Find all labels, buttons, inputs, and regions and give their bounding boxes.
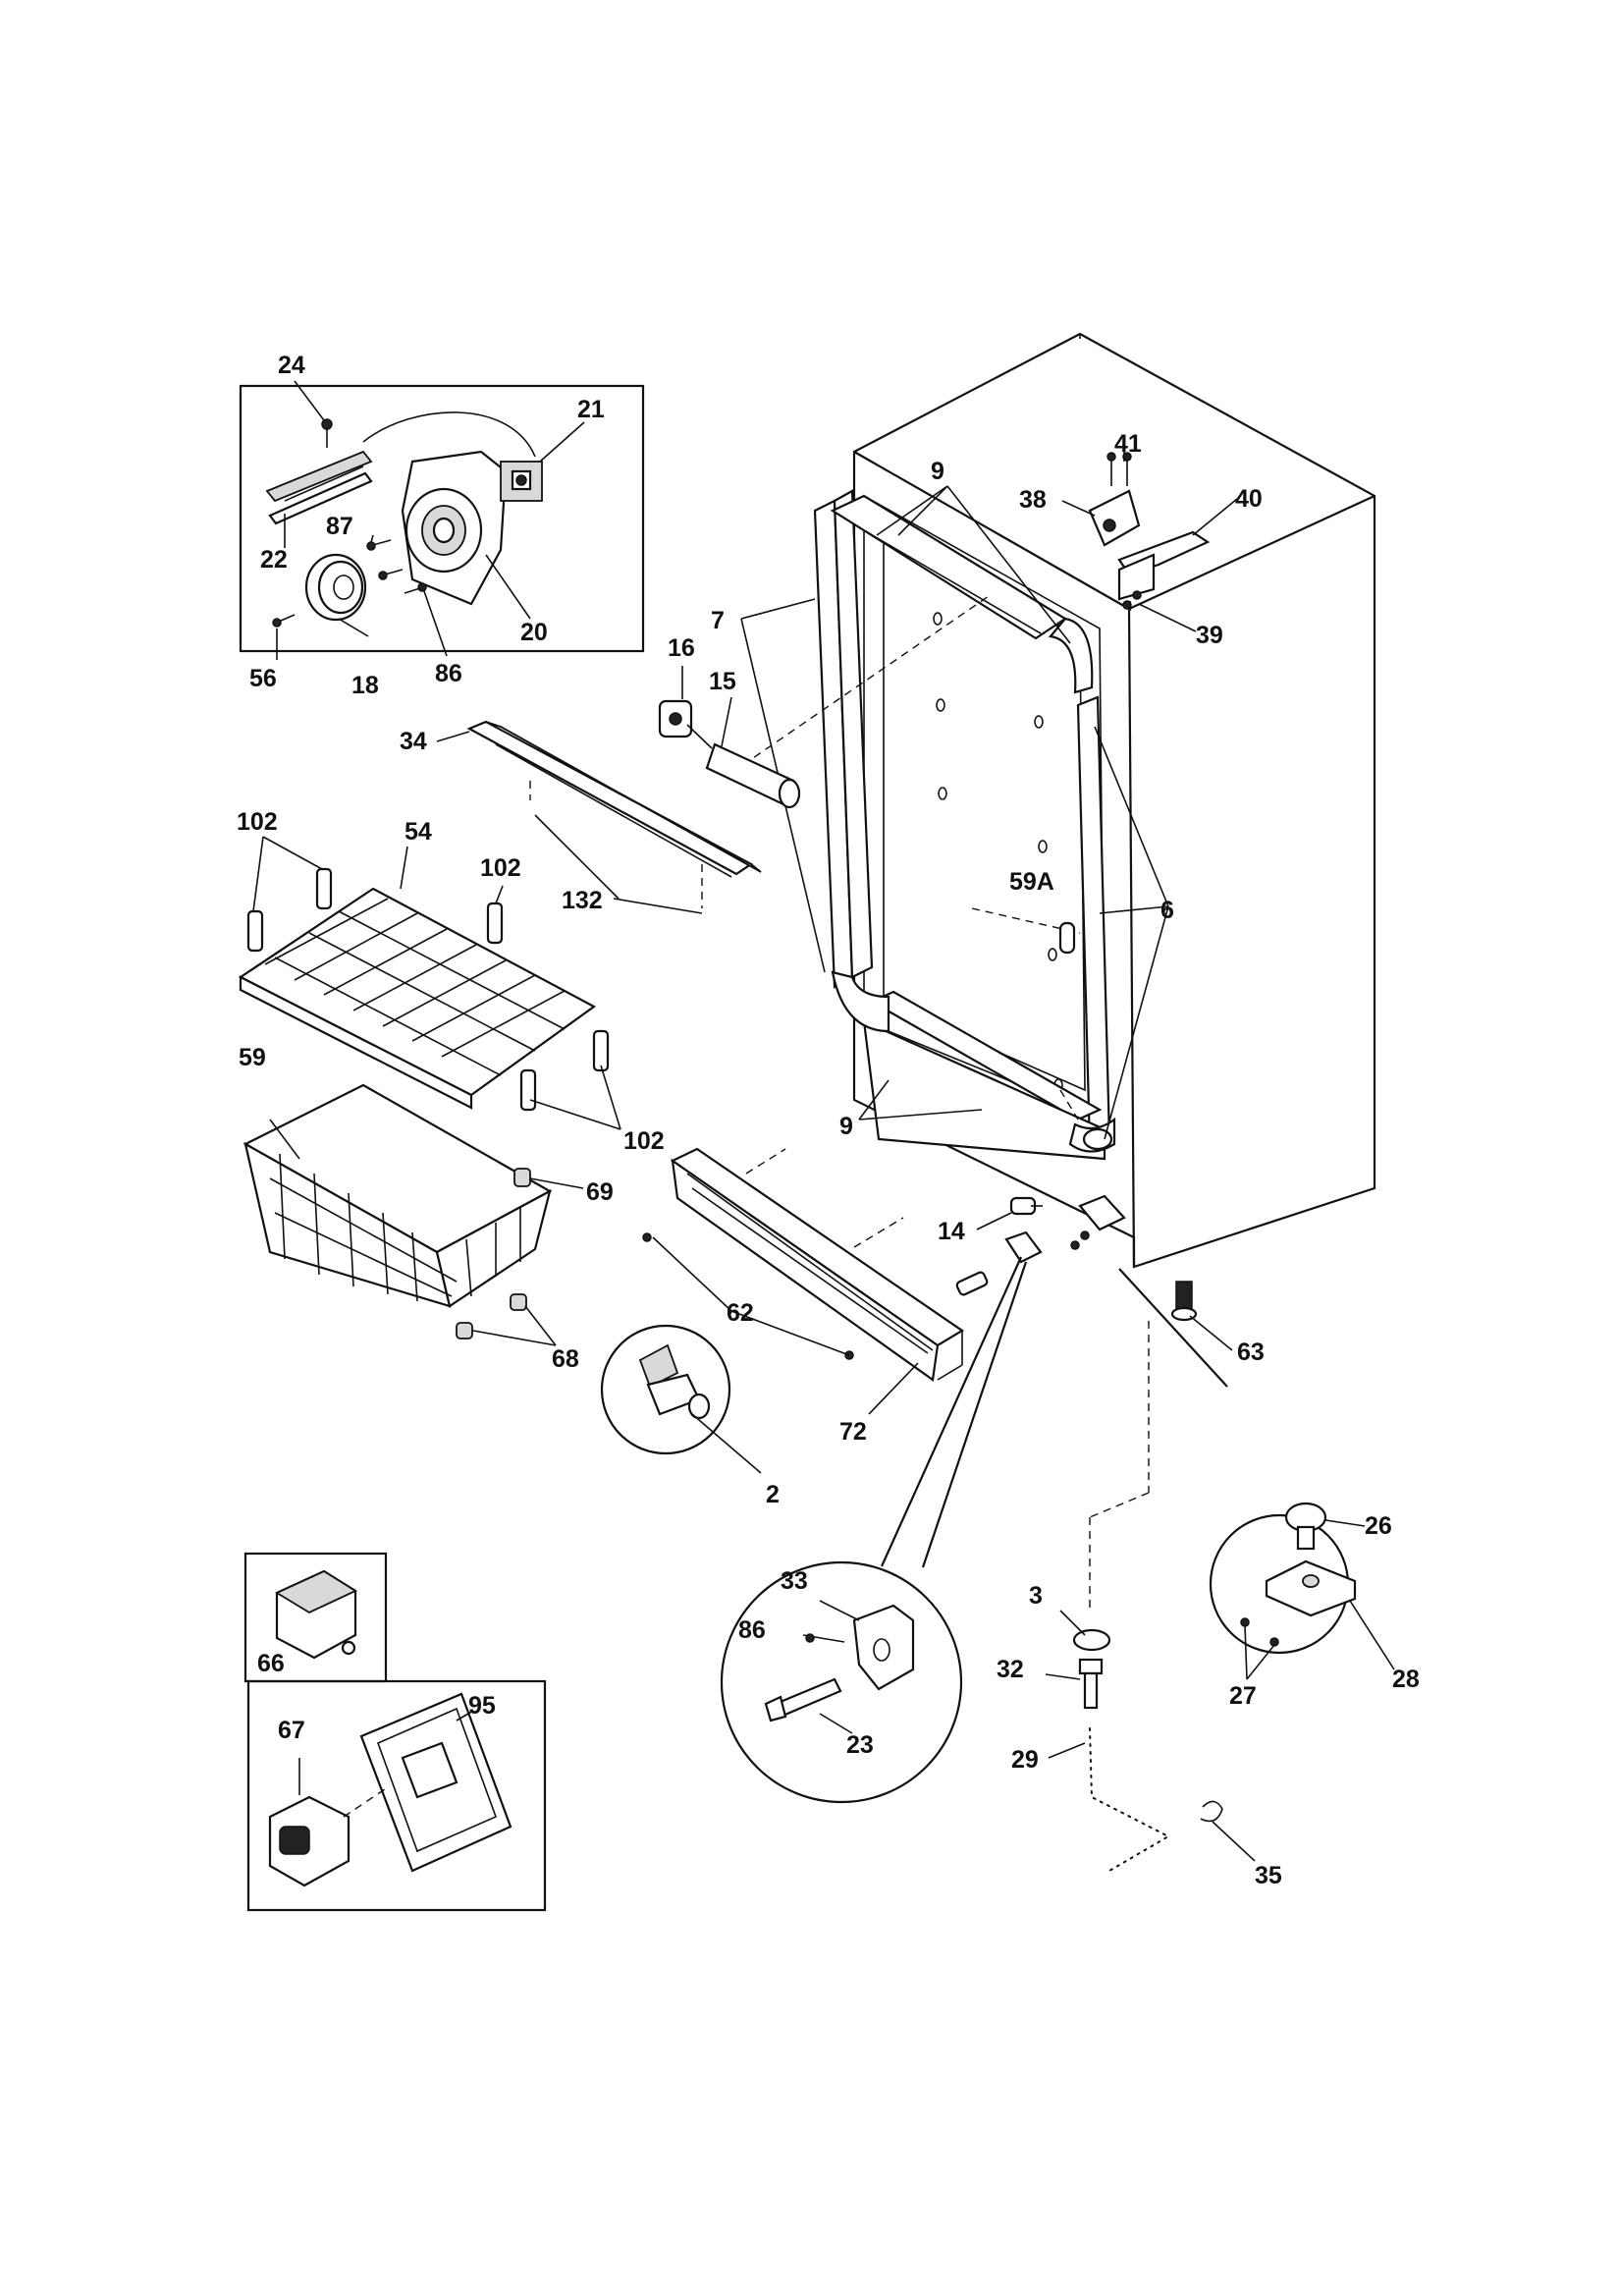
label-22: 22 <box>260 546 288 574</box>
label-14: 14 <box>938 1218 965 1245</box>
label-59a: 59A <box>1009 868 1054 896</box>
label-35: 35 <box>1255 1862 1282 1889</box>
detail-circle-2 <box>600 1324 762 1474</box>
label-2: 2 <box>766 1481 780 1508</box>
label-16: 16 <box>668 634 695 662</box>
label-68: 68 <box>552 1345 579 1373</box>
label-41: 41 <box>1114 430 1142 458</box>
label-87: 87 <box>326 513 353 540</box>
wire-basket-59 <box>243 1083 553 1308</box>
label-102-right: 102 <box>480 854 521 882</box>
label-33: 33 <box>781 1567 808 1595</box>
label-62: 62 <box>727 1299 754 1327</box>
screws-87 <box>366 539 404 580</box>
label-40: 40 <box>1235 485 1263 513</box>
label-132: 132 <box>562 887 603 914</box>
label-102-left: 102 <box>237 808 278 836</box>
label-86-inset: 86 <box>435 660 462 687</box>
label-32: 32 <box>997 1656 1024 1683</box>
label-24: 24 <box>278 352 305 379</box>
toe-grille-72 <box>642 1147 965 1415</box>
light-assembly-15-16 <box>658 666 801 809</box>
screw-86 <box>404 582 427 594</box>
label-67: 67 <box>278 1717 305 1744</box>
inset-frame <box>239 384 645 653</box>
gasket-breaker-strips <box>730 489 1116 1161</box>
label-54: 54 <box>404 818 432 846</box>
light-socket-housing <box>401 450 508 606</box>
detail-circle-26 <box>1209 1502 1395 1680</box>
hanger-59a <box>1058 921 1076 955</box>
label-20: 20 <box>520 619 548 646</box>
label-6: 6 <box>1160 897 1174 924</box>
label-29: 29 <box>1011 1746 1039 1774</box>
inset-67-95 <box>246 1679 547 1912</box>
label-39: 39 <box>1196 622 1223 649</box>
label-34: 34 <box>400 728 427 755</box>
label-69: 69 <box>586 1178 614 1206</box>
leveling-leg-63 <box>1170 1281 1233 1351</box>
label-3: 3 <box>1029 1582 1043 1610</box>
label-95: 95 <box>468 1692 496 1720</box>
drain-hose-assembly <box>1045 1321 1256 1877</box>
light-shield <box>265 450 373 525</box>
screw-56 <box>272 614 296 628</box>
label-18: 18 <box>351 672 379 699</box>
label-102-bottom: 102 <box>623 1127 665 1155</box>
label-9-top: 9 <box>931 458 944 485</box>
label-7: 7 <box>711 607 725 634</box>
label-56: 56 <box>249 665 277 692</box>
basket-rollers <box>456 1168 584 1346</box>
screw <box>321 418 333 448</box>
label-28: 28 <box>1392 1666 1420 1693</box>
shelf-rail-34 <box>436 720 762 914</box>
light-bulb <box>304 553 367 622</box>
detail-circle-33 <box>720 1256 1028 1804</box>
label-21: 21 <box>577 396 605 423</box>
label-9-bottom: 9 <box>839 1113 853 1140</box>
label-63: 63 <box>1237 1339 1265 1366</box>
label-15: 15 <box>709 668 736 695</box>
label-59: 59 <box>239 1044 266 1071</box>
label-72: 72 <box>839 1418 867 1446</box>
top-hinge <box>1088 452 1211 611</box>
label-66: 66 <box>257 1650 285 1677</box>
label-26: 26 <box>1365 1512 1392 1540</box>
label-27: 27 <box>1229 1682 1257 1710</box>
label-86-circle: 86 <box>738 1616 766 1644</box>
light-switch <box>500 461 543 502</box>
inset-light-assembly: 24 21 87 22 20 56 18 86 <box>239 352 645 699</box>
label-23: 23 <box>846 1731 874 1759</box>
inset-66 <box>243 1552 388 1683</box>
wire-shelf-54 <box>238 836 621 1130</box>
bottom-hinge-parts <box>955 1194 1228 1388</box>
label-38: 38 <box>1019 486 1047 514</box>
